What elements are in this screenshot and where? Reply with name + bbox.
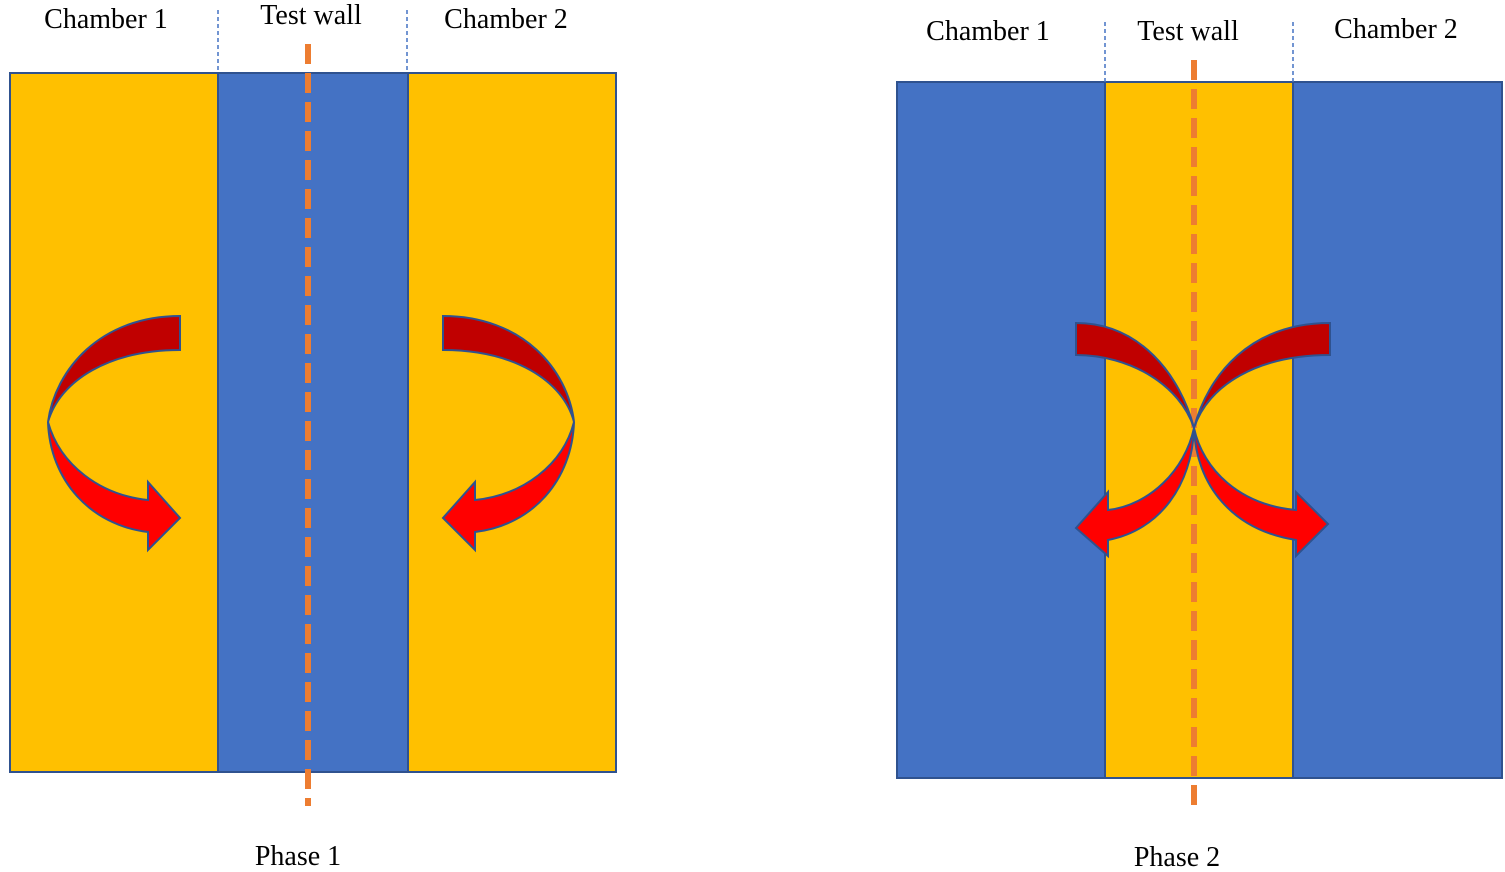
phase-2-chamber-1 [896, 81, 1106, 779]
phase-1-chamber-2-label: Chamber 2 [444, 4, 568, 35]
phase-1-chamber-1 [9, 72, 219, 773]
phase-1-test-wall [217, 72, 409, 773]
phase-2-right-curved-arrow-icon [1193, 321, 1331, 559]
phase-1-chamber-2 [407, 72, 617, 773]
phase-1-caption: Phase 1 [255, 841, 341, 872]
phase-1-chamber-2-curved-arrow-icon [441, 314, 575, 553]
phase-2-chamber-1-label: Chamber 1 [926, 16, 1050, 47]
phase-2-caption: Phase 2 [1134, 842, 1220, 872]
phase-1-chamber-1-label: Chamber 1 [44, 4, 168, 35]
phase-1-chamber-1-curved-arrow-icon [47, 314, 182, 553]
phase-1-test-wall-label: Test wall [260, 0, 362, 31]
phase-2-chamber-2 [1292, 81, 1503, 779]
phase-2-panel: Chamber 1 Test wall Chamber 2 Phase 2 [896, 14, 1503, 872]
phase-2-chamber-2-label: Chamber 2 [1334, 14, 1458, 45]
phase-2-test-wall [1104, 81, 1294, 779]
phase-1-panel: Chamber 1 Test wall Chamber 2 Phase 1 [9, 0, 617, 872]
phase-2-test-wall-label: Test wall [1137, 16, 1239, 47]
